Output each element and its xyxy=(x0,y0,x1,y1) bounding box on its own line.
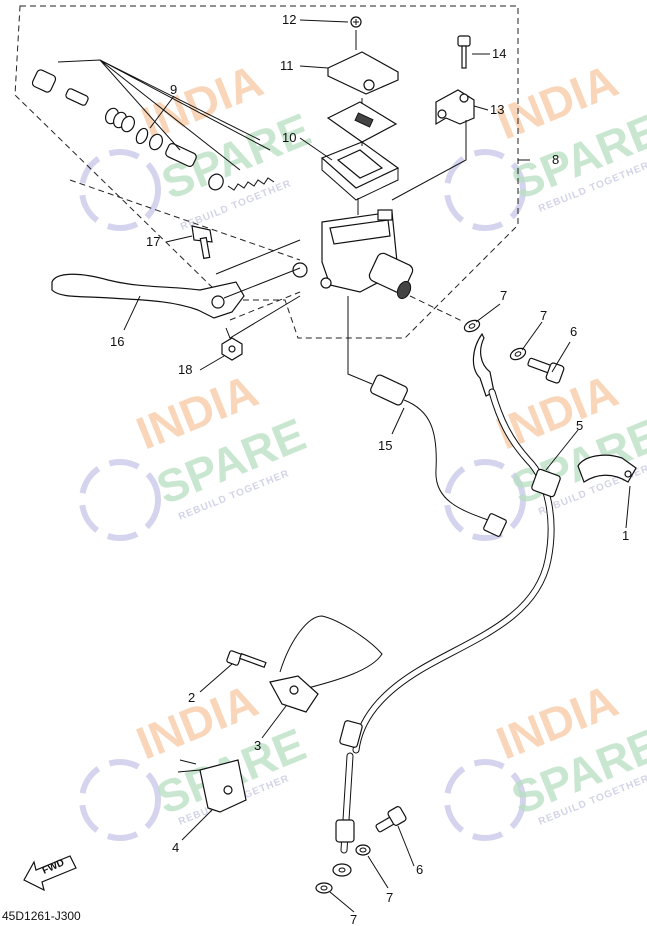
washer-top-b xyxy=(509,347,527,361)
washer-lower-a xyxy=(355,844,371,856)
leader-lever xyxy=(215,239,301,339)
callout-15: 15 xyxy=(378,438,392,453)
callout-9: 9 xyxy=(170,82,177,97)
callout-7-upper-a: 7 xyxy=(500,288,507,303)
union-bolt-top xyxy=(527,357,565,384)
callout-10: 10 xyxy=(282,130,296,145)
hose-bracket-lower xyxy=(177,759,247,813)
callout-6-upper: 6 xyxy=(570,324,577,339)
watermark-top-right: INDIA SPARE REBUILD TOGETHER xyxy=(444,54,647,231)
axis-bolt-top xyxy=(409,295,465,323)
washer-lower-b xyxy=(315,882,333,894)
callout-8: 8 xyxy=(552,152,559,167)
callout-13: 13 xyxy=(490,102,504,117)
holder-bolt xyxy=(457,35,471,69)
brake-lever xyxy=(51,273,245,319)
piston-kit xyxy=(31,59,275,191)
clamp-bolt-lower xyxy=(226,650,267,669)
cap-screw xyxy=(350,16,362,28)
callout-7-upper-b: 7 xyxy=(540,308,547,323)
union-bolt-lower xyxy=(375,806,407,833)
callout-17: 17 xyxy=(146,234,160,249)
drawing-code: 45D1261-J300 xyxy=(2,909,81,923)
leader-holder xyxy=(391,120,467,201)
brake-light-switch xyxy=(347,296,507,537)
callout-7-lower-a: 7 xyxy=(386,890,393,905)
callout-12: 12 xyxy=(282,12,296,27)
reservoir-plate xyxy=(326,101,398,143)
callout-14: 14 xyxy=(492,46,506,61)
callout-leaders xyxy=(123,19,631,913)
callout-5: 5 xyxy=(576,418,583,433)
callout-4: 4 xyxy=(172,840,179,855)
master-cylinder-holder xyxy=(435,89,475,126)
fwd-arrow-icon: FWD xyxy=(23,855,77,892)
lever-nut xyxy=(221,337,243,361)
hose-clamp-upper xyxy=(577,454,637,483)
watermark-bottom-right: INDIA SPARE REBUILD TOGETHER xyxy=(444,674,647,841)
reservoir-cap xyxy=(327,51,399,95)
watermark-mid-left: INDIA SPARE REBUILD TOGETHER xyxy=(79,364,313,541)
callout-18: 18 xyxy=(178,362,192,377)
watermark-bottom-left: INDIA SPARE REBUILD TOGETHER xyxy=(79,674,313,841)
hose-guide-clamp xyxy=(269,615,383,713)
callout-6-lower: 6 xyxy=(416,862,423,877)
callout-7-lower-b: 7 xyxy=(350,912,357,926)
callout-2: 2 xyxy=(188,690,195,705)
callout-3: 3 xyxy=(254,738,261,753)
master-cylinder-body xyxy=(292,209,414,300)
brake-hose xyxy=(332,332,561,877)
assembly-boundary xyxy=(14,5,519,339)
callout-1: 1 xyxy=(622,528,629,543)
washer-top-a xyxy=(463,319,481,333)
reservoir-diaphragm xyxy=(320,141,400,201)
callout-11: 11 xyxy=(280,58,294,73)
callout-16: 16 xyxy=(110,334,124,349)
lever-pivot-bolt xyxy=(191,225,213,260)
callout-labels: 12 11 14 13 9 10 8 17 16 7 7 6 18 15 5 1… xyxy=(110,12,629,926)
